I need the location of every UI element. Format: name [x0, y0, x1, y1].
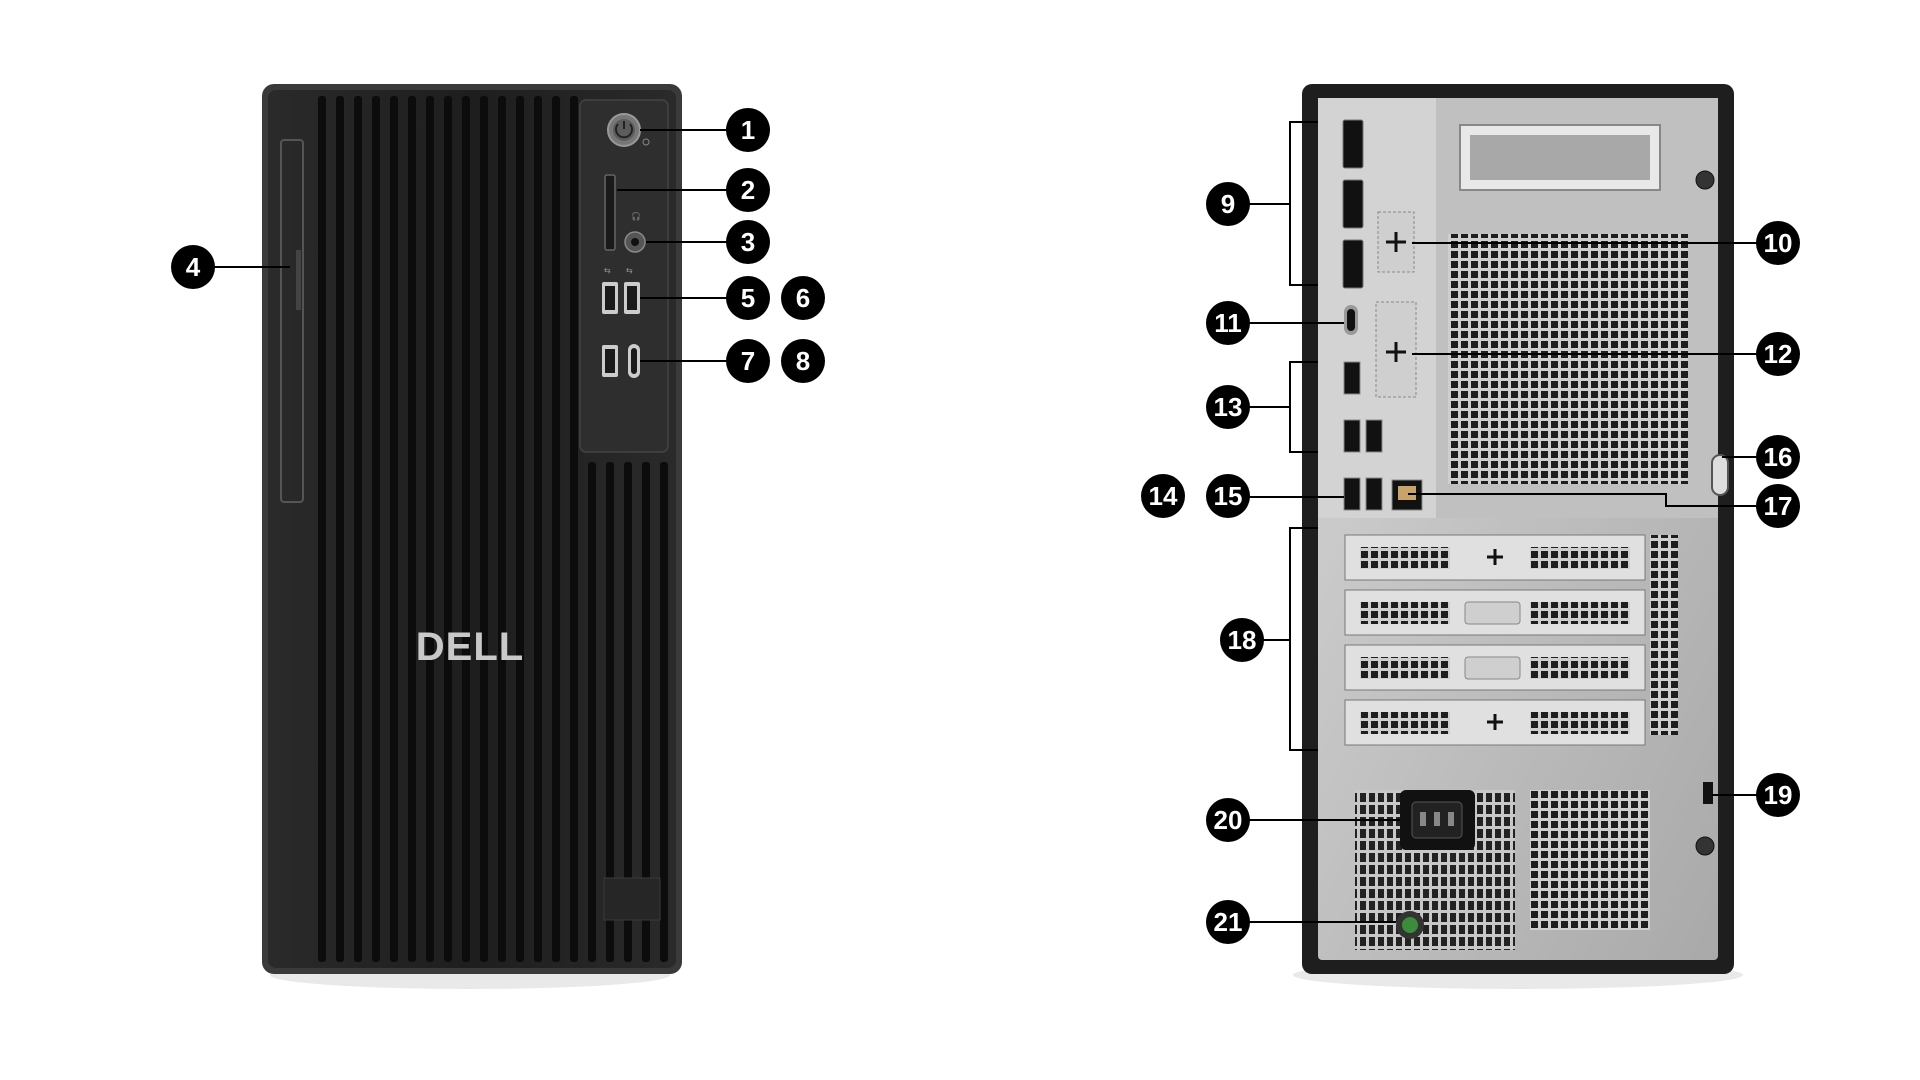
callout-15: 15: [1206, 474, 1250, 518]
callout-4: 4: [171, 245, 215, 289]
callout-1: 1: [726, 108, 770, 152]
rear-usb-port[interactable]: [1343, 361, 1361, 395]
callout-13: 13: [1206, 385, 1250, 429]
svg-text:17: 17: [1764, 491, 1793, 521]
vent-slat: [354, 96, 362, 962]
callout-7: 7: [726, 339, 770, 383]
svg-text:14: 14: [1149, 481, 1178, 511]
svg-text:7: 7: [741, 346, 755, 376]
vent-slat: [462, 96, 470, 962]
svg-text:18: 18: [1228, 625, 1257, 655]
vent-slat: [444, 96, 452, 962]
svg-text:12: 12: [1764, 339, 1793, 369]
callout-12: 12: [1756, 332, 1800, 376]
displayport[interactable]: [1342, 179, 1364, 229]
callout-11: 11: [1206, 301, 1250, 345]
callout-8: 8: [781, 339, 825, 383]
front-vent-grille: [318, 96, 668, 962]
callout-18: 18: [1220, 618, 1264, 662]
optical-drive-slot: [280, 139, 304, 503]
rear-usb-port[interactable]: [1343, 419, 1361, 453]
rear-usb-port[interactable]: [1365, 419, 1383, 453]
vent-slat: [426, 96, 434, 962]
leader-lines: [210, 121, 1758, 923]
vent-slat: [588, 462, 596, 962]
audio-jack[interactable]: [624, 231, 646, 253]
vent-slat: [408, 96, 416, 962]
vent-slat: [624, 462, 632, 962]
vent-slat: [516, 96, 524, 962]
callout-10: 10: [1756, 221, 1800, 265]
svg-text:3: 3: [741, 227, 755, 257]
callout-5: 5: [726, 276, 770, 320]
psu-side-vent: [1530, 790, 1650, 930]
svg-text:16: 16: [1764, 442, 1793, 472]
svg-text:19: 19: [1764, 780, 1793, 810]
callout-20: 20: [1206, 798, 1250, 842]
rear-usb-port[interactable]: [1343, 477, 1361, 511]
expansion-card-slots: [1344, 534, 1678, 746]
rear-view: [1293, 84, 1743, 989]
vent-slat: [660, 462, 668, 962]
usb-symbol-icon: ⇆: [604, 266, 611, 275]
psu-diagnostic-button[interactable]: [1396, 911, 1424, 939]
svg-text:1: 1: [741, 115, 755, 145]
svg-text:11: 11: [1214, 308, 1242, 338]
svg-text:6: 6: [796, 283, 810, 313]
callout-21: 21: [1206, 900, 1250, 944]
power-button[interactable]: [607, 113, 641, 147]
front-view: 🎧 ⇆ ⇆ DELL: [262, 84, 682, 989]
callout-9: 9: [1206, 182, 1250, 226]
front-foot-vent: [603, 877, 661, 921]
callout-16: 16: [1756, 435, 1800, 479]
front-io-panel: [579, 99, 669, 453]
vent-slat: [390, 96, 398, 962]
callout-2: 2: [726, 168, 770, 212]
vent-slat: [318, 96, 326, 962]
callout-3: 3: [726, 220, 770, 264]
dell-logo: DELL: [416, 625, 524, 669]
pcie-slot-cover: [1344, 644, 1646, 691]
vent-slat: [642, 462, 650, 962]
front-callouts: 1 2 3 4 5 6 7 8: [171, 108, 825, 383]
svg-text:5: 5: [741, 283, 755, 313]
displayport[interactable]: [1342, 239, 1364, 289]
vent-slat: [606, 462, 614, 962]
callout-6: 6: [781, 276, 825, 320]
pcie-slot-cover: [1344, 589, 1646, 636]
svg-text:13: 13: [1214, 392, 1243, 422]
svg-text:21: 21: [1214, 907, 1243, 937]
svg-text:🎧: 🎧: [631, 211, 641, 221]
svg-text:9: 9: [1221, 189, 1235, 219]
callout-14: 14: [1141, 474, 1185, 518]
callout-17: 17: [1756, 484, 1800, 528]
rear-callouts: 9 10 11 12 13 14 15 16 17 18 19 20 21: [1141, 182, 1800, 944]
side-vent: [1650, 535, 1678, 735]
rear-usb-port[interactable]: [1365, 477, 1383, 511]
vent-slat: [552, 96, 560, 962]
displayport[interactable]: [1342, 119, 1364, 169]
callout-19: 19: [1756, 773, 1800, 817]
svg-text:4: 4: [186, 252, 201, 282]
sd-card-slot[interactable]: [604, 174, 616, 251]
vent-slat: [480, 96, 488, 962]
svg-text:20: 20: [1214, 805, 1243, 835]
pcie-slot-cover: [1344, 699, 1646, 746]
vent-slat: [570, 96, 578, 962]
vent-slat: [498, 96, 506, 962]
fan-vent-grille: [1448, 234, 1688, 484]
vent-slat: [336, 96, 344, 962]
vent-slat: [534, 96, 542, 962]
svg-text:10: 10: [1764, 228, 1793, 258]
svg-text:8: 8: [796, 346, 810, 376]
pcie-slot-cover: [1344, 534, 1646, 581]
svg-text:15: 15: [1214, 481, 1243, 511]
svg-text:2: 2: [741, 175, 755, 205]
padlock-ring[interactable]: [1711, 454, 1729, 496]
vent-slat: [372, 96, 380, 962]
usb-symbol-icon: ⇆: [626, 266, 633, 275]
security-slot[interactable]: [1703, 782, 1713, 804]
